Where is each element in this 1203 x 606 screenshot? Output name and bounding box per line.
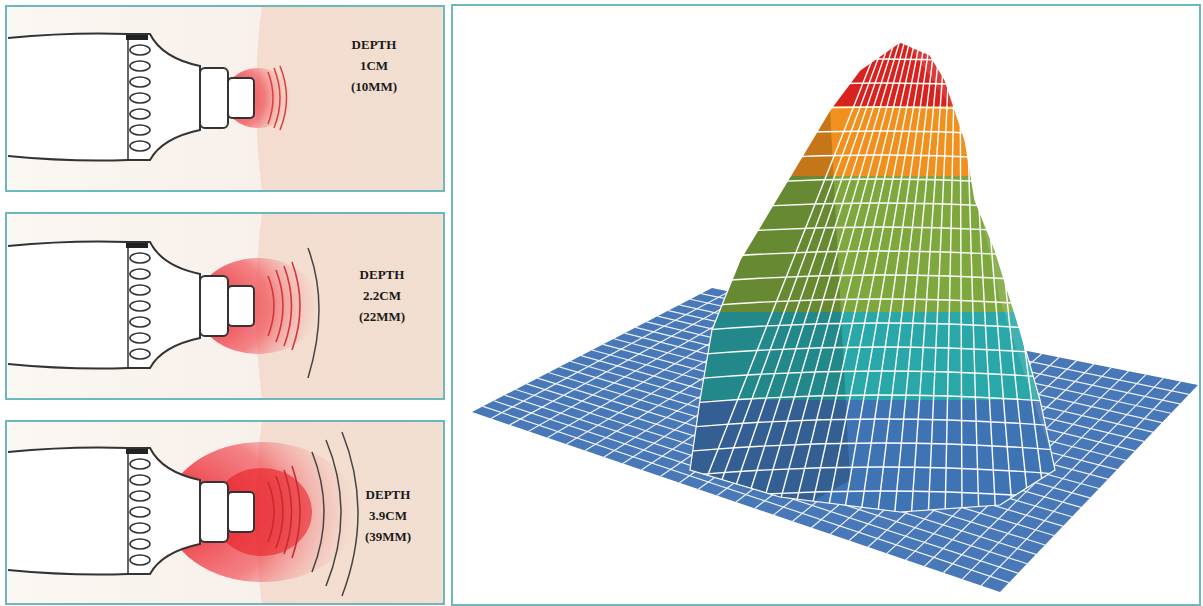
grid-line bbox=[680, 299, 1080, 308]
grid-line bbox=[843, 40, 925, 520]
grid-line bbox=[960, 40, 962, 520]
grid-line bbox=[680, 515, 1080, 524]
grid-line bbox=[809, 40, 915, 520]
depth-panel: DEPTH 2.2CM (22MM) bbox=[5, 212, 445, 400]
grid-line bbox=[680, 227, 1080, 236]
depth-panel: DEPTH 3.9CM (39MM) bbox=[5, 420, 445, 605]
grid-line bbox=[491, 291, 729, 418]
depth-label: DEPTH 1CM (10MM) bbox=[341, 34, 407, 97]
grid-line bbox=[680, 107, 1080, 116]
grid-line bbox=[680, 83, 1080, 92]
grid-line bbox=[680, 179, 1080, 188]
grid-line bbox=[724, 40, 890, 520]
grid-line bbox=[975, 40, 1013, 520]
grid-line bbox=[911, 40, 945, 520]
grid-line bbox=[680, 347, 1080, 356]
grid-line bbox=[680, 131, 1080, 140]
depth-label: DEPTH 3.9CM (39MM) bbox=[355, 484, 421, 547]
grid-line bbox=[680, 371, 1080, 380]
grid-line bbox=[680, 59, 1080, 68]
grid-line bbox=[680, 443, 1080, 452]
grid-line bbox=[877, 40, 935, 520]
grid-line bbox=[894, 40, 940, 520]
grid-line bbox=[680, 203, 1080, 212]
grid-line bbox=[680, 419, 1080, 428]
grid-line bbox=[860, 40, 930, 520]
grid-line bbox=[970, 40, 996, 520]
grid-line bbox=[965, 40, 979, 520]
grid-line bbox=[945, 40, 955, 520]
grid-line bbox=[680, 155, 1080, 164]
depth-label: DEPTH 2.2CM (22MM) bbox=[349, 264, 415, 327]
grid-line bbox=[680, 395, 1080, 404]
depth-panel: DEPTH 1CM (10MM) bbox=[5, 5, 445, 192]
grid-line bbox=[741, 40, 895, 520]
grid-line bbox=[680, 275, 1080, 284]
grid-line bbox=[680, 467, 1080, 476]
grid-line bbox=[792, 40, 910, 520]
grid-line bbox=[680, 251, 1080, 260]
